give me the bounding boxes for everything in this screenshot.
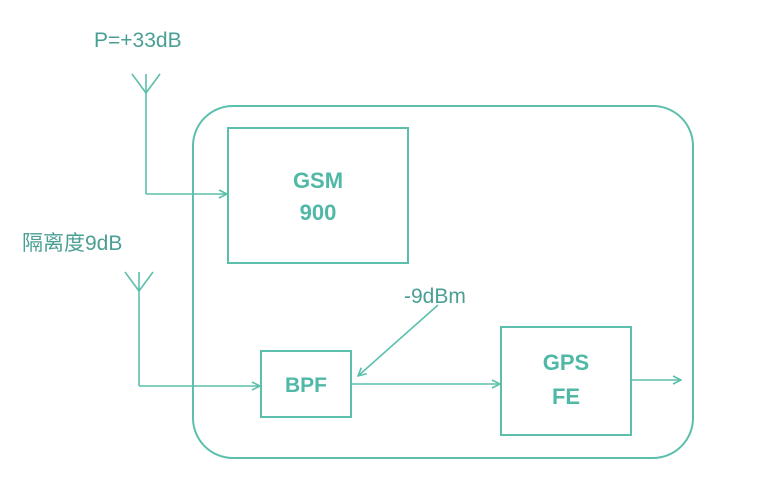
- antenna-icon: [124, 271, 154, 386]
- gsm-power-label: P=+33dB: [94, 29, 182, 52]
- antenna-icon: [131, 73, 161, 194]
- gps-fe-block: [500, 326, 632, 436]
- module-enclosure: [192, 105, 694, 459]
- isolation-label: 隔离度9dB: [22, 232, 122, 255]
- gsm-block-label-line2: 900: [300, 200, 337, 225]
- gps-fe-block-label: GPS: [543, 350, 589, 375]
- gps-input-level-pointer: [358, 304, 439, 376]
- gps-fe-block-label-line2: FE: [552, 384, 580, 409]
- gsm-block-label: GSM: [293, 168, 343, 193]
- gps-input-level-label: -9dBm: [404, 285, 466, 308]
- bpf-block-label: BPF: [285, 374, 327, 397]
- gsm-900-block: [227, 127, 409, 264]
